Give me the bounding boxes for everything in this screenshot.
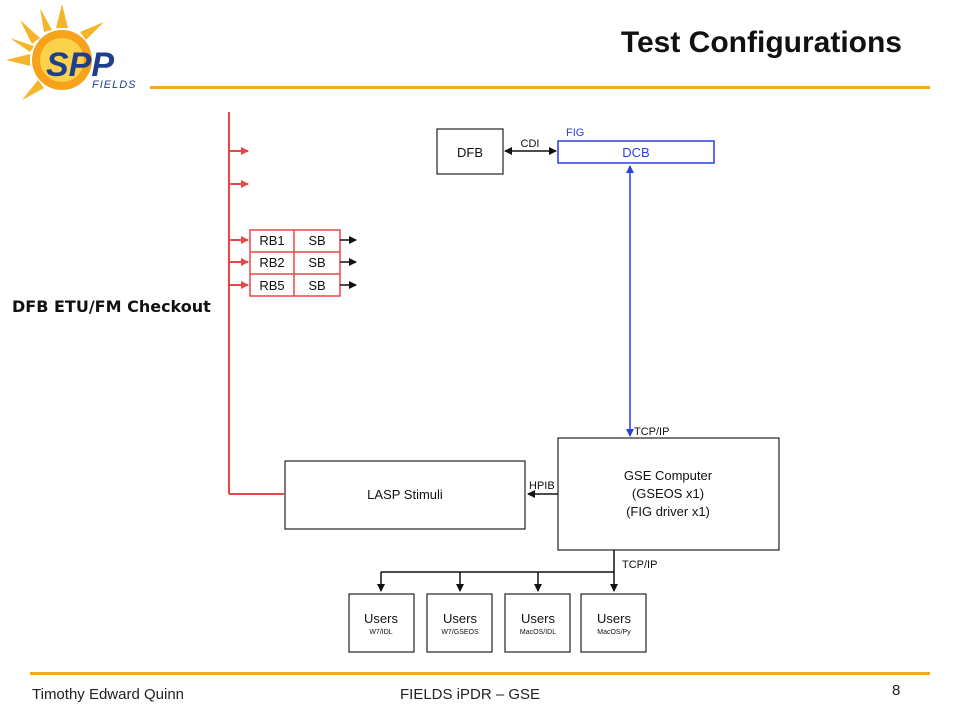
dcb-label: DCB — [622, 145, 649, 160]
users-1-sub: W7/IDL — [369, 629, 392, 636]
users-box-1 — [348, 593, 415, 653]
rb5-label: RB5 — [259, 278, 284, 293]
users-box-2 — [426, 593, 493, 653]
sb3-label: SB — [308, 278, 325, 293]
header-divider — [150, 86, 930, 89]
users-4-name: Users — [597, 611, 631, 626]
side-label: DFB ETU/FM Checkout — [12, 297, 211, 316]
spp-fields-logo: SPP FIELDS — [6, 4, 137, 100]
red-signal-bus — [228, 112, 341, 495]
logo-text-spp: SPP — [46, 46, 114, 84]
dfb-box — [436, 128, 504, 175]
page-number: 8 — [892, 682, 901, 699]
cdi-label: CDI — [521, 138, 540, 150]
footer-author: Timothy Edward Quinn — [32, 686, 185, 703]
users-box-4 — [580, 593, 647, 653]
users-4-sub: MacOS/Py — [597, 629, 631, 636]
rb-sb-arrows — [340, 236, 357, 289]
dfb-label: DFB — [457, 145, 483, 160]
logo-text-fields: FIELDS — [92, 79, 137, 91]
gse-line-3: (FIG driver x1) — [626, 504, 710, 519]
tcpip-bottom-label: TCP/IP — [622, 559, 657, 571]
sun-icon — [6, 4, 104, 100]
users-2-name: Users — [443, 611, 477, 626]
users-2-sub: W7/GSEOS — [441, 629, 479, 636]
footer-divider — [30, 672, 930, 675]
lasp-stimuli-box — [284, 460, 526, 530]
dcb-box — [557, 140, 715, 164]
sb1-label: SB — [308, 233, 325, 248]
rb2-label: RB2 — [259, 255, 284, 270]
users-1-name: Users — [364, 611, 398, 626]
rb1-label: RB1 — [259, 233, 284, 248]
users-box-3 — [504, 593, 571, 653]
gse-line-1: GSE Computer — [624, 468, 713, 483]
footer-title: FIELDS iPDR – GSE — [400, 686, 541, 703]
users-3-sub: MacOS/IDL — [520, 629, 556, 636]
users-distribution — [377, 550, 618, 592]
users-3-name: Users — [521, 611, 555, 626]
lasp-label: LASP Stimuli — [367, 487, 443, 502]
gse-line-2: (GSEOS x1) — [632, 486, 704, 501]
sb2-label: SB — [308, 255, 325, 270]
page-title: Test Configurations — [620, 26, 902, 59]
hpib-label: HPIB — [529, 480, 555, 492]
fig-label: FIG — [566, 127, 584, 139]
tcpip-top-label: TCP/IP — [634, 426, 669, 438]
gse-computer-box — [557, 437, 780, 551]
